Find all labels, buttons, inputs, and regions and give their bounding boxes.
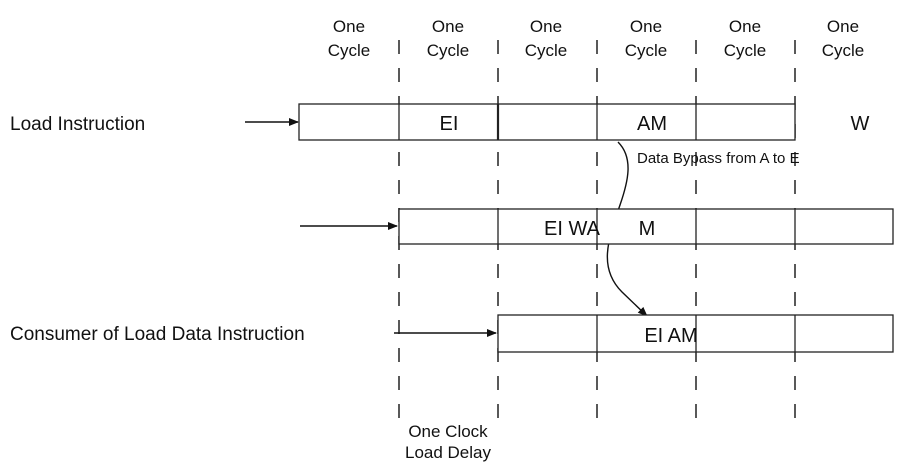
load-stage-am: AM: [637, 113, 667, 135]
cycle-header-2-line1: One: [432, 17, 464, 36]
cycle-header-5-line1: One: [729, 17, 761, 36]
cycle-header-1-line2: Cycle: [328, 41, 371, 60]
cycle-headers: One Cycle One Cycle One Cycle One Cycle …: [328, 17, 865, 60]
row-load-instruction: Load Instruction EI AM W: [10, 103, 870, 141]
cycle-header-4-line2: Cycle: [625, 41, 668, 60]
load-delay-label-line2: Load Delay: [405, 443, 492, 462]
load-delay-label-line1: One Clock: [408, 422, 488, 441]
consumer-instruction-label: Consumer of Load Data Instruction: [10, 324, 305, 345]
cycle-header-3-line2: Cycle: [525, 41, 568, 60]
load-stage-w: W: [851, 113, 870, 135]
cycle-header-1-line1: One: [333, 17, 365, 36]
cycle-header-6-line2: Cycle: [822, 41, 865, 60]
row-consumer-instruction: Consumer of Load Data Instruction EI AM: [10, 314, 894, 353]
cycle-header-3-line1: One: [530, 17, 562, 36]
second-stage-eiwa: EI WA: [544, 218, 601, 240]
load-instruction-label: Load Instruction: [10, 114, 145, 135]
load-stage-ei: EI: [440, 113, 459, 135]
row-second-instruction: EI WA M: [300, 208, 894, 245]
second-pipeline-box: [398, 208, 894, 245]
cycle-header-5-line2: Cycle: [724, 41, 767, 60]
cycle-boundaries: [398, 40, 796, 420]
cycle-header-2-line2: Cycle: [427, 41, 470, 60]
second-stage-m: M: [639, 218, 656, 240]
data-bypass-label: Data Bypass from A to E: [637, 150, 800, 167]
load-pipeline-box: [298, 103, 796, 141]
consumer-stage-eiam: EI AM: [644, 325, 697, 347]
cycle-header-6-line1: One: [827, 17, 859, 36]
cycle-header-4-line1: One: [630, 17, 662, 36]
